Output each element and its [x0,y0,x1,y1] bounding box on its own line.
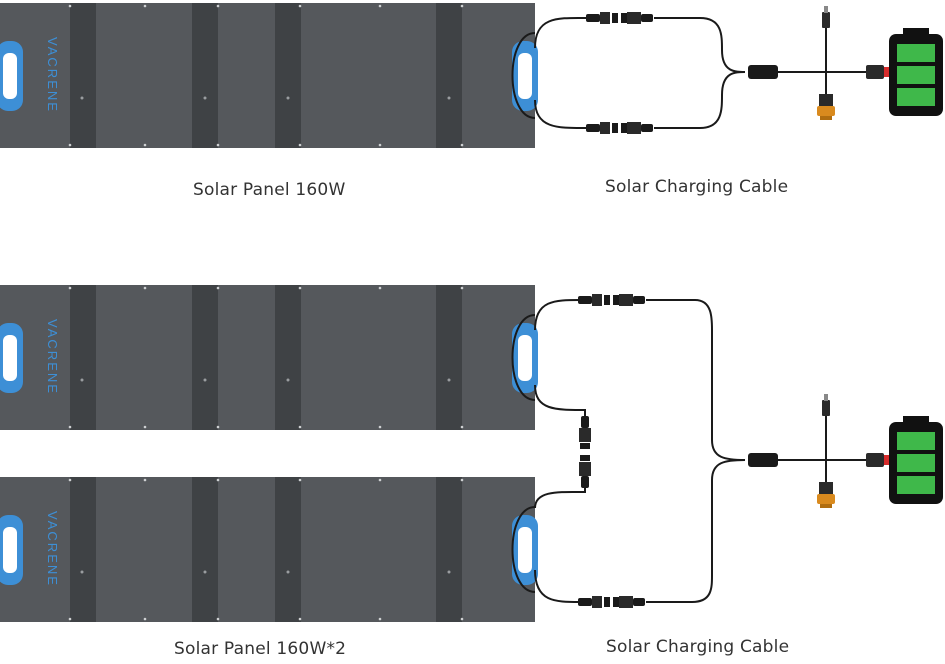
panel-brand-bottom-1: VACRENE [45,319,60,395]
solar-panel-bottom-1: VACRENE [0,284,539,431]
series-connection [534,384,591,509]
panel-brand-bottom-2: VACRENE [45,511,60,587]
solar-panel-bottom-2: VACRENE [0,476,539,623]
panel-label-top: Solar Panel 160W [193,180,345,200]
cable-label-top: Solar Charging Cable [605,177,788,197]
battery-icon-top [889,28,943,116]
solar-panel-top: VACRENE [0,2,539,149]
charging-cable-top [534,5,895,134]
cable-label-bottom: Solar Charging Cable [606,637,789,657]
charging-cable-bottom [534,294,895,608]
battery-icon-bottom [889,416,943,504]
panel-brand-top: VACRENE [45,37,60,113]
panel-label-bottom: Solar Panel 160W*2 [174,639,346,659]
